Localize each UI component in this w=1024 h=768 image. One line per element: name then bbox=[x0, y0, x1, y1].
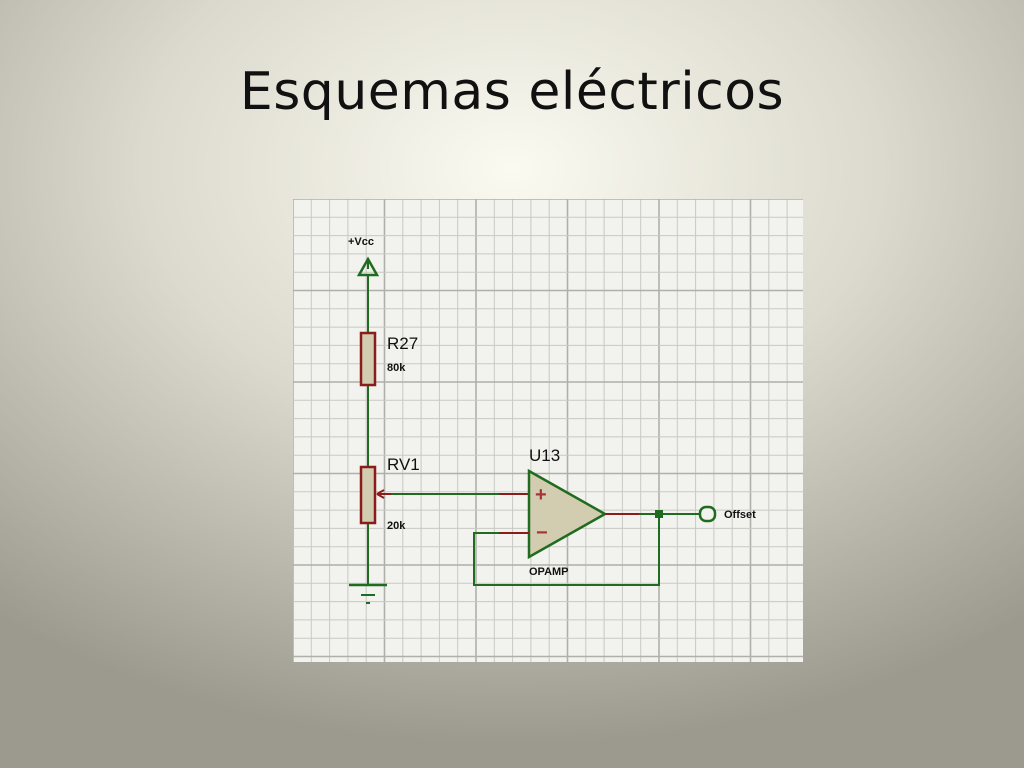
circuit-schematic: +Vcc R27 80k RV1 20k + − bbox=[293, 199, 803, 662]
slide-title: Esquemas eléctricos bbox=[239, 62, 785, 122]
potentiometer-value: 20k bbox=[387, 520, 406, 532]
opamp-type: OPAMP bbox=[529, 566, 569, 578]
resistor-ref: R27 bbox=[387, 334, 418, 353]
output-terminal bbox=[698, 505, 717, 523]
ground-symbol bbox=[349, 583, 387, 604]
power-label: +Vcc bbox=[348, 236, 374, 248]
junction-dot bbox=[655, 510, 663, 518]
potentiometer-ref: RV1 bbox=[387, 455, 420, 474]
opamp-minus-sign: − bbox=[536, 522, 548, 544]
opamp-plus-sign: + bbox=[535, 484, 547, 506]
potentiometer-rv1 bbox=[359, 465, 377, 525]
output-label: Offset bbox=[724, 509, 756, 521]
opamp-u13 bbox=[527, 468, 608, 560]
schematic-sheet bbox=[293, 199, 803, 662]
opamp-ref: U13 bbox=[529, 446, 560, 465]
feedback-wire bbox=[473, 514, 660, 586]
potentiometer-wiper bbox=[376, 489, 391, 499]
resistor-value: 80k bbox=[387, 362, 406, 374]
resistor-r27 bbox=[359, 331, 377, 387]
